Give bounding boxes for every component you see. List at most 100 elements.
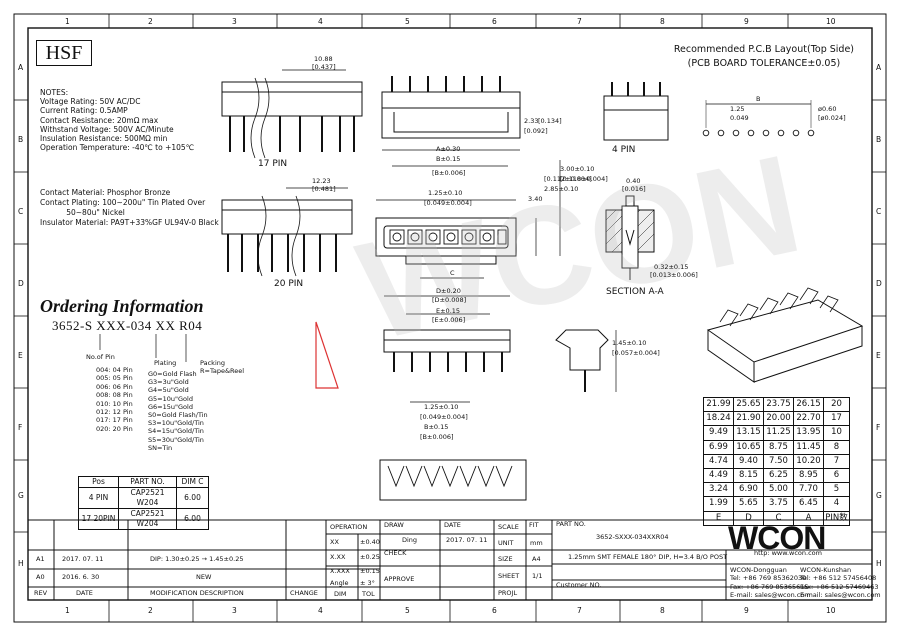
col-label: 3 [232,17,237,26]
dim: 2.33 [524,117,539,125]
col-label: 10 [826,606,836,615]
table-header: DIM C [176,476,209,488]
view-4pin [603,82,669,141]
tb-mod: MODIFICATION DESCRIPTION [150,589,244,597]
row-label: C [18,207,24,216]
col-label: 9 [744,606,749,615]
col-label: 2 [148,17,153,26]
row-label: A [876,63,882,72]
label-4pin: 4 PIN [612,145,636,155]
dim: 1.25±0.10 [428,189,463,197]
list-item: 020: 20 Pin [96,424,133,433]
tb-angle-tol: ± 3° [360,579,375,587]
row-label: E [876,351,881,360]
list-item: S5=30u"Gold/Tin [148,435,204,444]
col-label: 5 [405,17,410,26]
tb-xx-tol: ±0.40 [360,538,380,546]
tb-xxx: X.XX [330,553,346,561]
tb-size: SIZE [498,555,513,563]
dim: 0.40 [626,177,641,185]
packing-head: Packing [200,359,226,367]
company-url: http: www.wcon.com [754,549,822,557]
col-label: 4 [318,17,323,26]
no-pin-head: No.of Pin [86,353,115,361]
tb-unit-val: mm [530,539,543,547]
part-table: Pos PART NO. DIM C 4 PIN CAP2521 W204 6.… [78,476,209,530]
table-cell: CAP2521 W204 [118,487,177,509]
row-label: B [18,135,24,144]
dim: [0.134] [538,117,562,125]
tb-sheet-val: 1/1 [532,572,543,580]
table-cell: 22.70 [793,411,824,427]
tb-part-no: PART NO. [556,520,586,528]
view-side-bottom [383,295,617,403]
table-cell: 1.99 [703,496,734,512]
tb-size-val: A4 [532,555,541,563]
rec-line-1: Recommended P.C.B Layout(Top Side) [673,44,854,55]
tb-date: DATE [444,521,461,529]
table-cell: 25.65 [733,396,764,413]
list-item: 010: 10 Pin [96,399,133,408]
dim: 2.85±0.10 [544,185,579,193]
table-cell: 4 PIN [78,487,119,509]
note-line: Voltage Rating: 50V AC/DC [40,97,141,107]
tb-tol: TOL [362,590,375,598]
list-item: 006: 06 Pin [96,382,133,391]
note-line: Withstand Voltage: 500V AC/Minute [40,124,174,134]
row-label: G [18,491,24,500]
dim: [0.118±0.004] [560,175,608,183]
label-20pin: 20 PIN [274,279,304,289]
dim: 1.45±0.10 [612,339,647,347]
hsf-mark: HSF [36,40,92,66]
table-cell: 10.20 [793,453,824,469]
tb-part-no-val: 3652-SXXX-034XXR04 [596,533,669,541]
col-label: 6 [492,606,497,615]
tb-xxx-tol: ±0.25 [360,553,380,561]
tb-fit: FIT [529,521,539,529]
materials-block: Contact Material: Phosphor Bronze Contac… [40,188,219,228]
tb-scale: SCALE [498,523,519,531]
col-label: 8 [660,606,665,615]
tb-customer: Customer NO. [556,581,602,589]
dim: 12.23 [312,177,331,185]
company-line: Fax: +86 769 85365615 [730,582,809,591]
dim: [0.049±0.004] [424,199,472,207]
table-cell: 13.15 [733,425,764,441]
tb-draw-val: Ding [402,536,418,544]
section-a-a [605,195,655,280]
tb-rev: REV [34,589,48,597]
table-cell: 21.99 [703,396,734,413]
col-label: 1 [65,17,70,26]
col-label: 1 [65,606,70,615]
col-label: 7 [577,606,582,615]
col-label: 7 [577,17,582,26]
table-cell: 6.00 [176,487,209,509]
table-cell: 17 20PIN [78,508,119,530]
table-cell: 9.40 [733,453,764,469]
packing-value: R=Tape&Reel [200,367,245,375]
label-section: SECTION A-A [606,287,664,297]
plating-head: Plating [154,359,177,367]
col-label: 5 [405,606,410,615]
table-row: Pos PART NO. DIM C [78,476,209,488]
dim: 0.32±0.15 [654,263,689,271]
material-line: Insulator Material: PA9T+33%GF UL94V-0 B… [40,218,219,227]
dim: [0.092] [524,127,548,135]
list-item: S4=15u"Gold/Tin [148,427,204,436]
row-label: G [876,491,882,500]
table-cell: 17 [823,411,850,427]
dim: [0.112±0.004] [544,175,592,183]
list-item: SN=Tin [148,443,173,452]
table-cell: 11.45 [793,439,824,455]
tb-angle: Angle [330,579,349,587]
tb-a0-desc: NEW [196,573,212,581]
dim: [B±0.006] [420,433,454,441]
dim: B±0.15 [424,423,449,431]
title-block-grid [28,519,872,600]
row-label: A [18,63,24,72]
